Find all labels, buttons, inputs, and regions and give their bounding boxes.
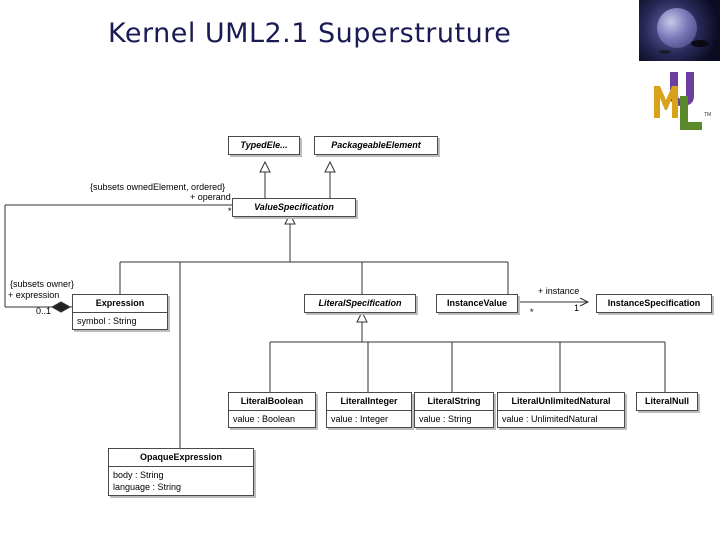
class-name: OpaqueExpression [139, 452, 223, 462]
class-name: TypedEle... [240, 140, 288, 150]
decorative-photo [639, 0, 720, 61]
class-literal-integer: LiteralInteger value : Integer [326, 392, 412, 428]
class-literal-boolean: LiteralBoolean value : Boolean [228, 392, 316, 428]
attribute: value : String [419, 414, 472, 424]
multiplicity-instance: 1 [574, 303, 580, 313]
fish-silhouette [691, 40, 709, 47]
class-attributes: value : Boolean [229, 410, 315, 427]
svg-text:TM: TM [704, 112, 711, 118]
role-expression: + expression [8, 290, 60, 300]
constraint-subsets-owner: {subsets owner} [10, 279, 75, 289]
class-opaque-expression: OpaqueExpression body : String language … [108, 448, 254, 496]
class-name: LiteralInteger [340, 396, 398, 406]
role-instance: + instance [538, 286, 580, 296]
class-name: LiteralUnlimitedNatural [511, 396, 611, 406]
role-operand: + operand [190, 192, 231, 202]
class-literal-string: LiteralString value : String [414, 392, 494, 428]
class-expression: Expression symbol : String [72, 294, 168, 330]
uml-logo: TM [650, 68, 712, 134]
class-name: PackageableElement [331, 140, 421, 150]
attribute: value : Integer [331, 414, 389, 424]
class-attributes: value : String [415, 410, 493, 427]
class-name: LiteralBoolean [240, 396, 304, 406]
class-instance-value: InstanceValue [436, 294, 518, 313]
class-typed-element: TypedEle... [228, 136, 300, 155]
class-literal-unlimited-natural: LiteralUnlimitedNatural value : Unlimite… [497, 392, 625, 428]
constraint-subsets-owned-element: {subsets ownedElement, ordered} [90, 182, 226, 192]
class-name: ValueSpecification [254, 202, 334, 212]
class-name: InstanceSpecification [607, 298, 701, 308]
moon-shape [657, 8, 697, 48]
multiplicity-instance-value: * [530, 307, 534, 317]
multiplicity-expression: 0..1 [36, 306, 52, 316]
class-attributes: value : UnlimitedNatural [498, 410, 624, 427]
class-attributes: value : Integer [327, 410, 411, 427]
class-name: LiteralNull [644, 396, 689, 406]
attribute: symbol : String [77, 316, 137, 326]
class-literal-null: LiteralNull [636, 392, 698, 411]
class-packageable-element: PackageableElement [314, 136, 438, 155]
class-value-specification: ValueSpecification [232, 198, 356, 217]
slide-title: Kernel UML2.1 Superstruture [108, 18, 512, 49]
class-attributes: body : String language : String [109, 466, 253, 495]
class-name: LiteralString [427, 396, 481, 406]
attribute: language : String [113, 482, 182, 492]
class-literal-specification: LiteralSpecification [304, 294, 416, 313]
class-name: InstanceValue [446, 298, 508, 308]
class-instance-specification: InstanceSpecification [596, 294, 712, 313]
attribute: value : Boolean [233, 414, 296, 424]
fish-silhouette [659, 50, 671, 54]
multiplicity-operand: * [228, 206, 232, 216]
class-name: LiteralSpecification [318, 298, 402, 308]
class-name: Expression [95, 298, 145, 308]
class-attributes: symbol : String [73, 312, 167, 329]
attribute: body : String [113, 470, 164, 480]
attribute: value : UnlimitedNatural [502, 414, 598, 424]
